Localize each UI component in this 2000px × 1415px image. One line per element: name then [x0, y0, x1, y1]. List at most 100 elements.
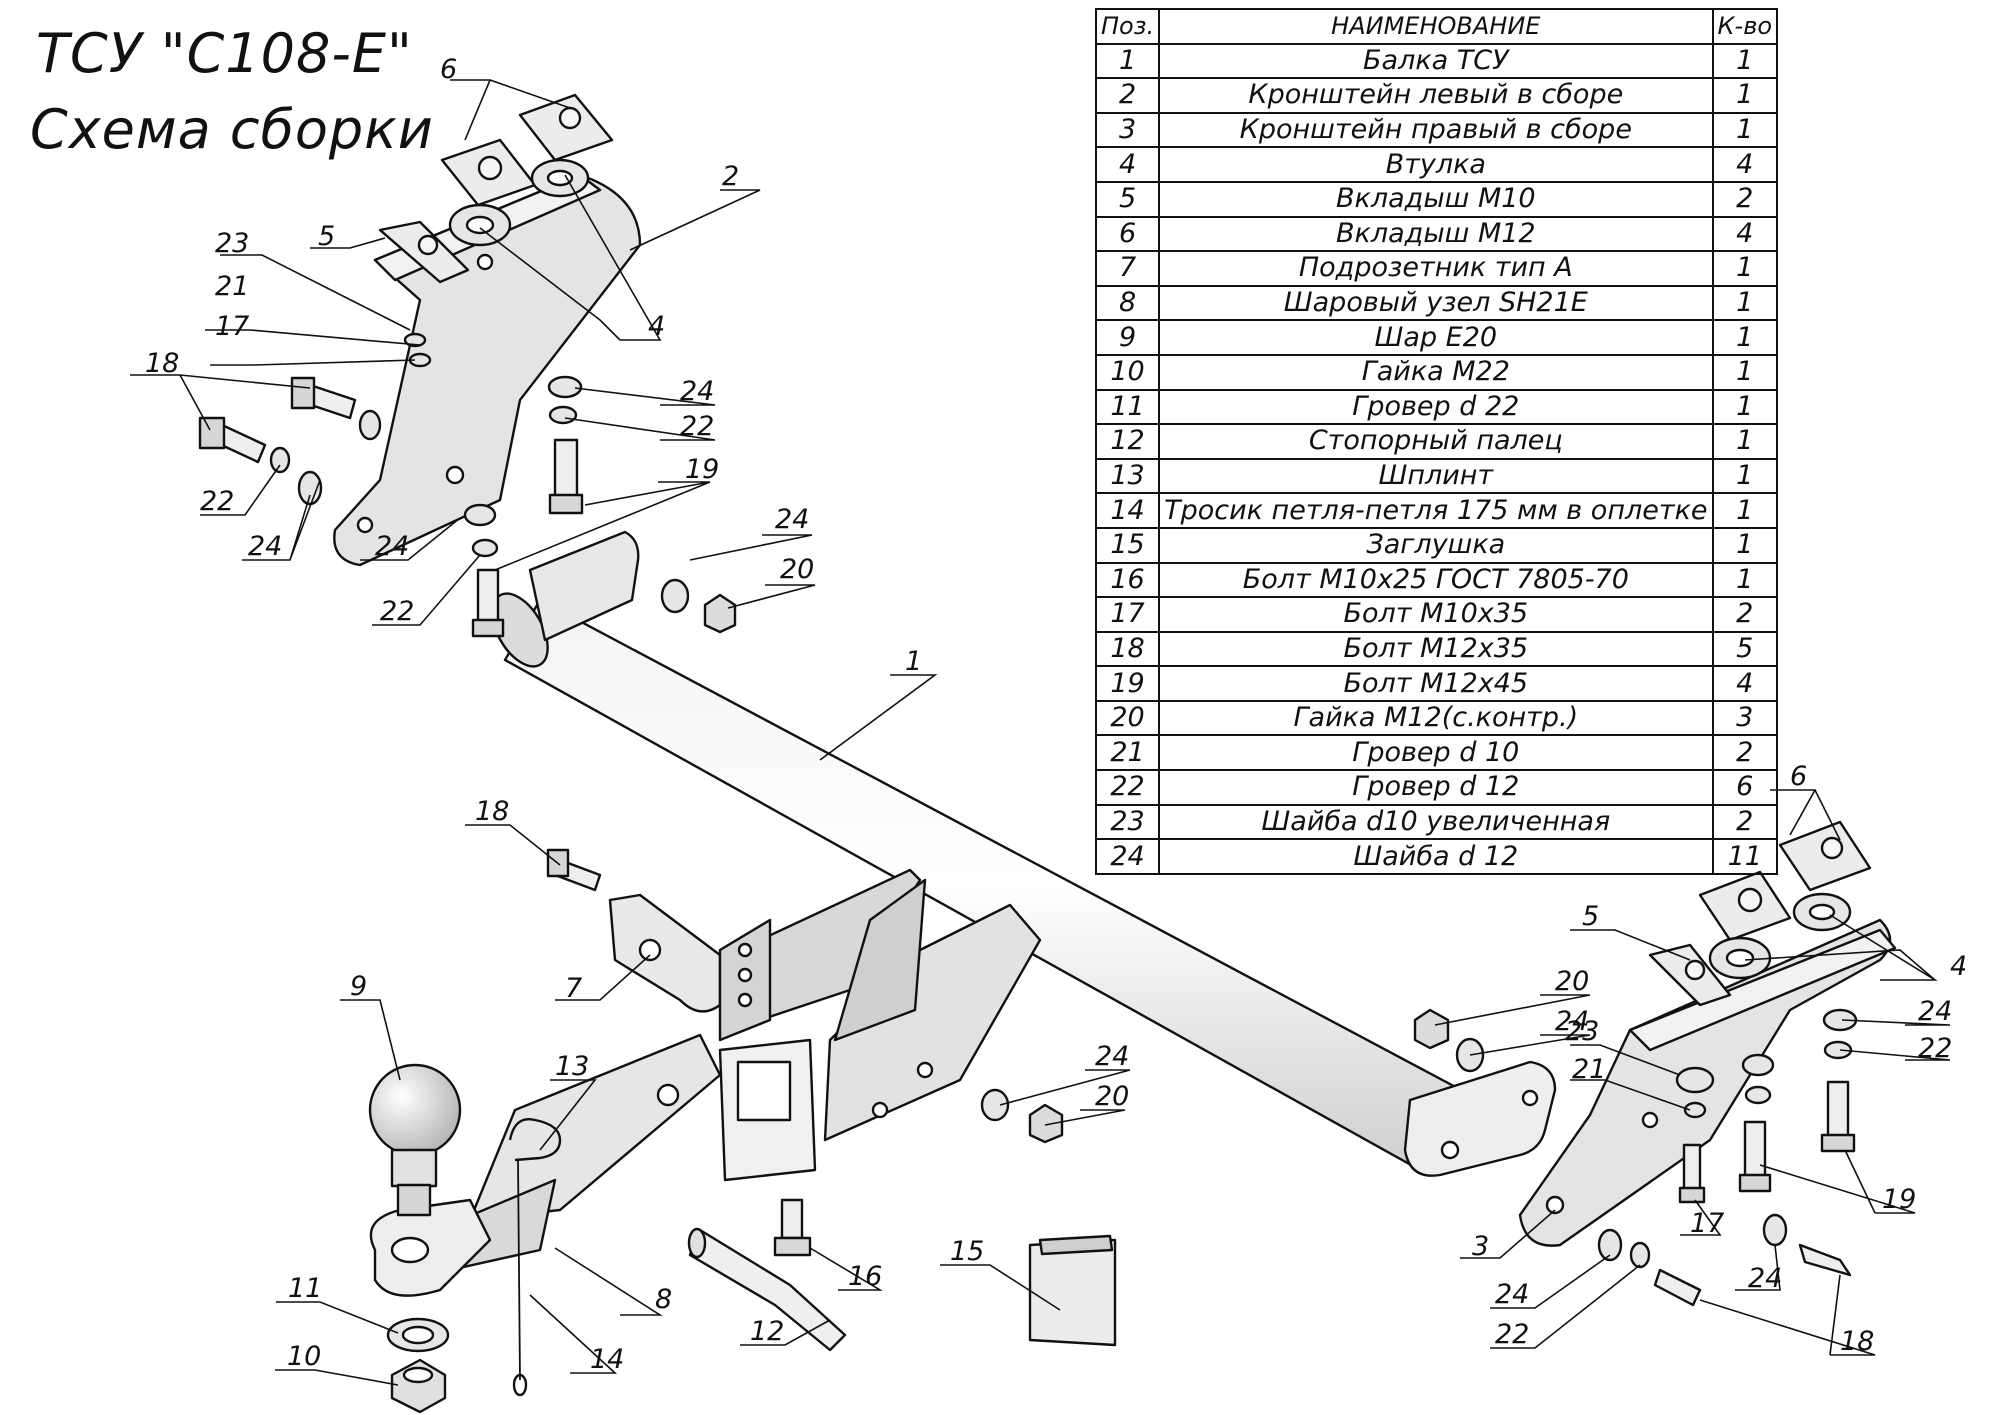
cell-name: Балка ТСУ — [1158, 42, 1714, 80]
bolt-m10x25-part — [773, 1198, 812, 1257]
callout-24-right-b: 24 — [1918, 996, 1952, 1027]
cell-qty: 11 — [1711, 838, 1779, 875]
cell-pos: 9 — [1094, 319, 1161, 356]
cell-qty: 1 — [1711, 250, 1779, 287]
cell-pos: 24 — [1094, 838, 1161, 875]
callout-17-right: 17 — [1690, 1208, 1724, 1239]
cell-qty: 1 — [1711, 526, 1779, 564]
bolt-parts — [198, 376, 1856, 1307]
cell-qty: 2 — [1711, 803, 1779, 841]
cell-qty: 1 — [1711, 319, 1779, 356]
cell-name: Вкладыш М10 — [1158, 180, 1714, 218]
insert-m12-parts — [440, 93, 1872, 942]
cell-pos: 1 — [1094, 42, 1161, 80]
callout-18-mid: 18 — [475, 796, 509, 827]
callout-5-right: 5 — [1582, 901, 1599, 932]
nut-m22-part — [390, 1358, 447, 1414]
callout-13: 13 — [555, 1051, 589, 1082]
cell-name: Болт М10х35 — [1158, 596, 1714, 633]
callout-6-left: 6 — [440, 54, 457, 85]
callout-2: 2 — [722, 161, 739, 192]
cell-pos: 3 — [1094, 111, 1161, 149]
bushing-parts — [448, 158, 1852, 980]
cell-name: Шаровый узел SH21E — [1158, 284, 1714, 322]
cell-pos: 11 — [1094, 388, 1161, 426]
callout-18-right: 18 — [1840, 1326, 1874, 1357]
cell-qty: 1 — [1711, 111, 1779, 149]
cell-qty: 4 — [1711, 215, 1779, 253]
cell-qty: 1 — [1711, 77, 1779, 114]
cell-pos: 16 — [1094, 561, 1161, 599]
cell-name: Втулка — [1158, 146, 1714, 183]
cell-pos: 20 — [1094, 699, 1161, 737]
beam-part — [491, 530, 1557, 1177]
callout-15: 15 — [950, 1236, 984, 1267]
cell-pos: 12 — [1094, 423, 1161, 460]
cell-pos: 13 — [1094, 457, 1161, 495]
callout-19-left: 19 — [685, 454, 719, 485]
cell-name: Гровер d 22 — [1158, 388, 1714, 426]
tow-ball-part — [368, 1063, 462, 1217]
cell-qty: 4 — [1711, 665, 1779, 702]
callout-24-right-c: 24 — [1495, 1279, 1529, 1310]
callout-24-left-c: 24 — [375, 531, 409, 562]
cell-pos: 18 — [1094, 630, 1161, 668]
cell-name: Шплинт — [1158, 457, 1714, 495]
callout-21-left: 21 — [215, 271, 249, 302]
callout-8: 8 — [655, 1284, 672, 1315]
cell-pos: 15 — [1094, 526, 1161, 564]
cell-name: Гровер d 10 — [1158, 734, 1714, 772]
cell-qty: 3 — [1711, 699, 1779, 737]
cell-qty: 5 — [1711, 630, 1779, 668]
locking-pin-part — [687, 1227, 847, 1352]
cell-name: Шар Е20 — [1158, 319, 1714, 356]
header-qty: К-во — [1711, 8, 1779, 45]
callout-4-left: 4 — [648, 311, 665, 342]
drawing-subtitle: Схема сборки — [30, 98, 434, 161]
callout-22-right-a: 22 — [1918, 1033, 1952, 1064]
washer-and-nut-parts — [269, 332, 1858, 1269]
cell-qty: 1 — [1711, 457, 1779, 495]
cell-name: Шайба d10 увеличенная — [1158, 803, 1714, 841]
lock-washer-22-part — [386, 1317, 450, 1353]
cell-pos: 5 — [1094, 180, 1161, 218]
callout-20-right: 20 — [1555, 966, 1589, 997]
cell-name: Стопорный палец — [1158, 423, 1714, 460]
cell-qty: 1 — [1711, 284, 1779, 322]
callout-24-right-d: 24 — [1748, 1263, 1782, 1294]
cell-qty: 1 — [1711, 353, 1779, 391]
callout-24-right-a: 24 — [1555, 1006, 1589, 1037]
callout-1: 1 — [905, 646, 922, 677]
cell-pos: 6 — [1094, 215, 1161, 253]
callout-24-left-a: 24 — [248, 531, 282, 562]
cell-name: Вкладыш М12 — [1158, 215, 1714, 253]
callout-labels: 6 5 23 21 17 18 2 4 22 24 24 22 19 24 22… — [145, 54, 1967, 1375]
callout-17-left: 17 — [215, 311, 249, 342]
cell-pos: 17 — [1094, 596, 1161, 633]
callout-14: 14 — [590, 1344, 624, 1375]
cell-name: Кронштейн правый в сборе — [1158, 111, 1714, 149]
callout-23-left: 23 — [215, 228, 249, 259]
cell-qty: 1 — [1711, 423, 1779, 460]
cell-qty: 4 — [1711, 146, 1779, 183]
callout-6-right: 6 — [1790, 761, 1807, 792]
parts-table-header-row: Поз. НАИМЕНОВАНИЕ К-во — [1094, 8, 1779, 45]
cell-name: Заглушка — [1158, 526, 1714, 564]
cell-name: Тросик петля-петля 175 мм в оплетке — [1158, 492, 1714, 529]
